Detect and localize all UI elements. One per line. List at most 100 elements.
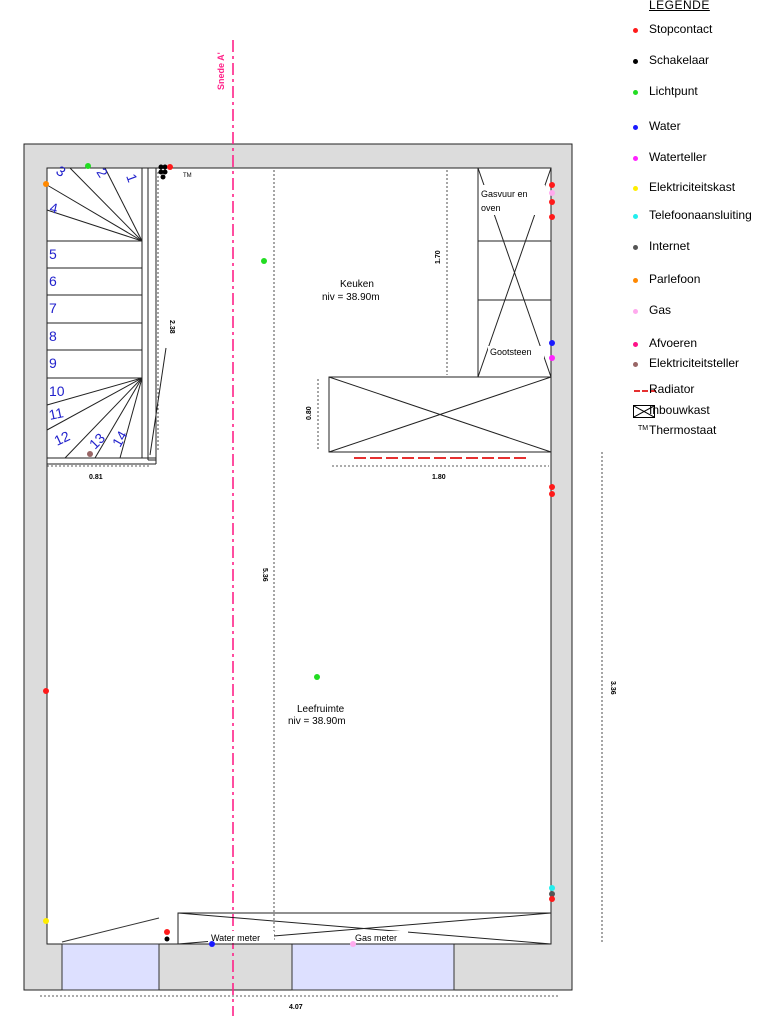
legend-item: Lichtpunt xyxy=(630,84,783,100)
switch-point xyxy=(164,936,170,942)
legend-item-label: Inbouwkast xyxy=(649,403,710,417)
step-number: 9 xyxy=(49,355,57,371)
legend-item: Parlefoon xyxy=(630,272,783,288)
step-number: 10 xyxy=(49,383,65,399)
switch-point xyxy=(160,174,166,180)
legend-item-label: Gas xyxy=(649,303,672,317)
dot-icon xyxy=(633,214,638,219)
legend-item-label: Internet xyxy=(649,239,690,253)
dim-island-depth: 0.80 xyxy=(306,406,313,420)
legend-item: Telefoonaansluiting xyxy=(630,208,783,224)
legend-title: LEGENDE xyxy=(649,0,710,12)
legend-item-label: Lichtpunt xyxy=(649,84,698,98)
dot-icon xyxy=(633,125,638,130)
step-number: 12 xyxy=(52,428,73,449)
crossed-box-icon xyxy=(633,405,655,418)
light-point xyxy=(85,163,91,169)
dot-icon xyxy=(633,245,638,250)
door-leaf xyxy=(61,917,160,943)
dim-total-width: 4.07 xyxy=(289,1004,303,1011)
phone-point xyxy=(549,885,555,891)
stair-dimensions xyxy=(47,172,159,467)
step-number: 8 xyxy=(49,328,57,344)
internet-point xyxy=(549,891,555,897)
legend-item-label: Stopcontact xyxy=(649,22,713,36)
sink-label: Gootsteen xyxy=(490,347,532,357)
electricity-meter-point xyxy=(87,451,93,457)
switch-point xyxy=(158,169,164,175)
legend-item-label: Afvoeren xyxy=(649,336,698,350)
water-point xyxy=(209,941,215,947)
legend-item: Schakelaar xyxy=(630,53,783,69)
dim-stair-length: 2.38 xyxy=(168,320,175,334)
light-point xyxy=(314,674,320,680)
legend-item-label: Thermostaat xyxy=(649,423,717,437)
dot-icon xyxy=(633,156,638,161)
socket-point xyxy=(549,182,555,188)
inner-floor xyxy=(46,167,552,945)
socket-point xyxy=(549,491,555,497)
legend-item: Inbouwkast xyxy=(630,403,783,419)
legend-item: Internet xyxy=(630,239,783,255)
legend-item-label: Radiator xyxy=(649,382,695,396)
dim-stair-width: 0.81 xyxy=(89,474,103,481)
gas-point xyxy=(549,190,555,196)
step-number: 14 xyxy=(109,428,131,450)
socket-point xyxy=(167,164,173,170)
switch-point xyxy=(162,169,168,175)
thermostat-mark: TM xyxy=(183,173,192,179)
gas-meter-label: Gas meter xyxy=(355,933,397,943)
living-label: Leefruimte xyxy=(297,704,345,715)
socket-point xyxy=(549,199,555,205)
water-meter-point xyxy=(549,355,555,361)
legend-item-label: Water xyxy=(649,119,681,133)
living-level: niv = 38.90m xyxy=(288,716,346,727)
dot-icon xyxy=(633,362,638,367)
electric-box-point xyxy=(43,918,49,924)
step-number: 5 xyxy=(49,246,57,262)
legend-item: Water xyxy=(630,119,783,135)
intercom-point xyxy=(43,181,49,187)
step-number: 11 xyxy=(47,404,65,423)
legend-item: Stopcontact xyxy=(630,22,783,38)
legend-item: Afvoeren xyxy=(630,336,783,352)
socket-point xyxy=(549,896,555,902)
legend-item-label: Elektriciteitsteller xyxy=(649,356,740,370)
water-meter-label: Water meter xyxy=(211,933,260,943)
kitchen-level: niv = 38.90m xyxy=(322,292,380,303)
window-left xyxy=(61,943,160,991)
legend-item: Elektriciteitskast xyxy=(630,180,783,196)
socket-point xyxy=(164,929,170,935)
dim-living-length: 5.36 xyxy=(261,568,268,582)
dashed-line-icon xyxy=(634,390,656,392)
dim-height-right: 3.36 xyxy=(609,681,616,695)
floor-plan: Snede A' 1 2 3 4 5 6 7 8 xyxy=(23,40,616,1016)
sink-label-bg xyxy=(488,346,544,358)
dot-icon xyxy=(633,28,638,33)
dot-icon xyxy=(633,309,638,314)
window-right xyxy=(291,943,455,991)
tm-icon: TM xyxy=(638,425,649,432)
socket-point xyxy=(549,214,555,220)
legend-item-label: Parlefoon xyxy=(649,272,701,286)
dot-icon xyxy=(633,342,638,347)
kitchen-island xyxy=(328,376,552,453)
dot-icon xyxy=(633,59,638,64)
switch-point xyxy=(162,164,168,170)
socket-point xyxy=(549,484,555,490)
stove-label-bg xyxy=(480,185,545,215)
kitchen-label: Keuken xyxy=(340,279,374,290)
legend-item: Elektriciteitsteller xyxy=(630,356,783,372)
water-point xyxy=(549,340,555,346)
step-number: 4 xyxy=(48,199,59,216)
gas-meter-label-bg xyxy=(352,931,408,943)
light-point xyxy=(261,258,267,264)
water-meter-label-bg xyxy=(208,931,274,943)
legend-item-label: Waterteller xyxy=(649,150,707,164)
gas-point xyxy=(350,941,356,947)
switch-point xyxy=(158,164,164,170)
dot-icon xyxy=(633,90,638,95)
dim-kitchen-depth: 1.70 xyxy=(435,250,442,264)
